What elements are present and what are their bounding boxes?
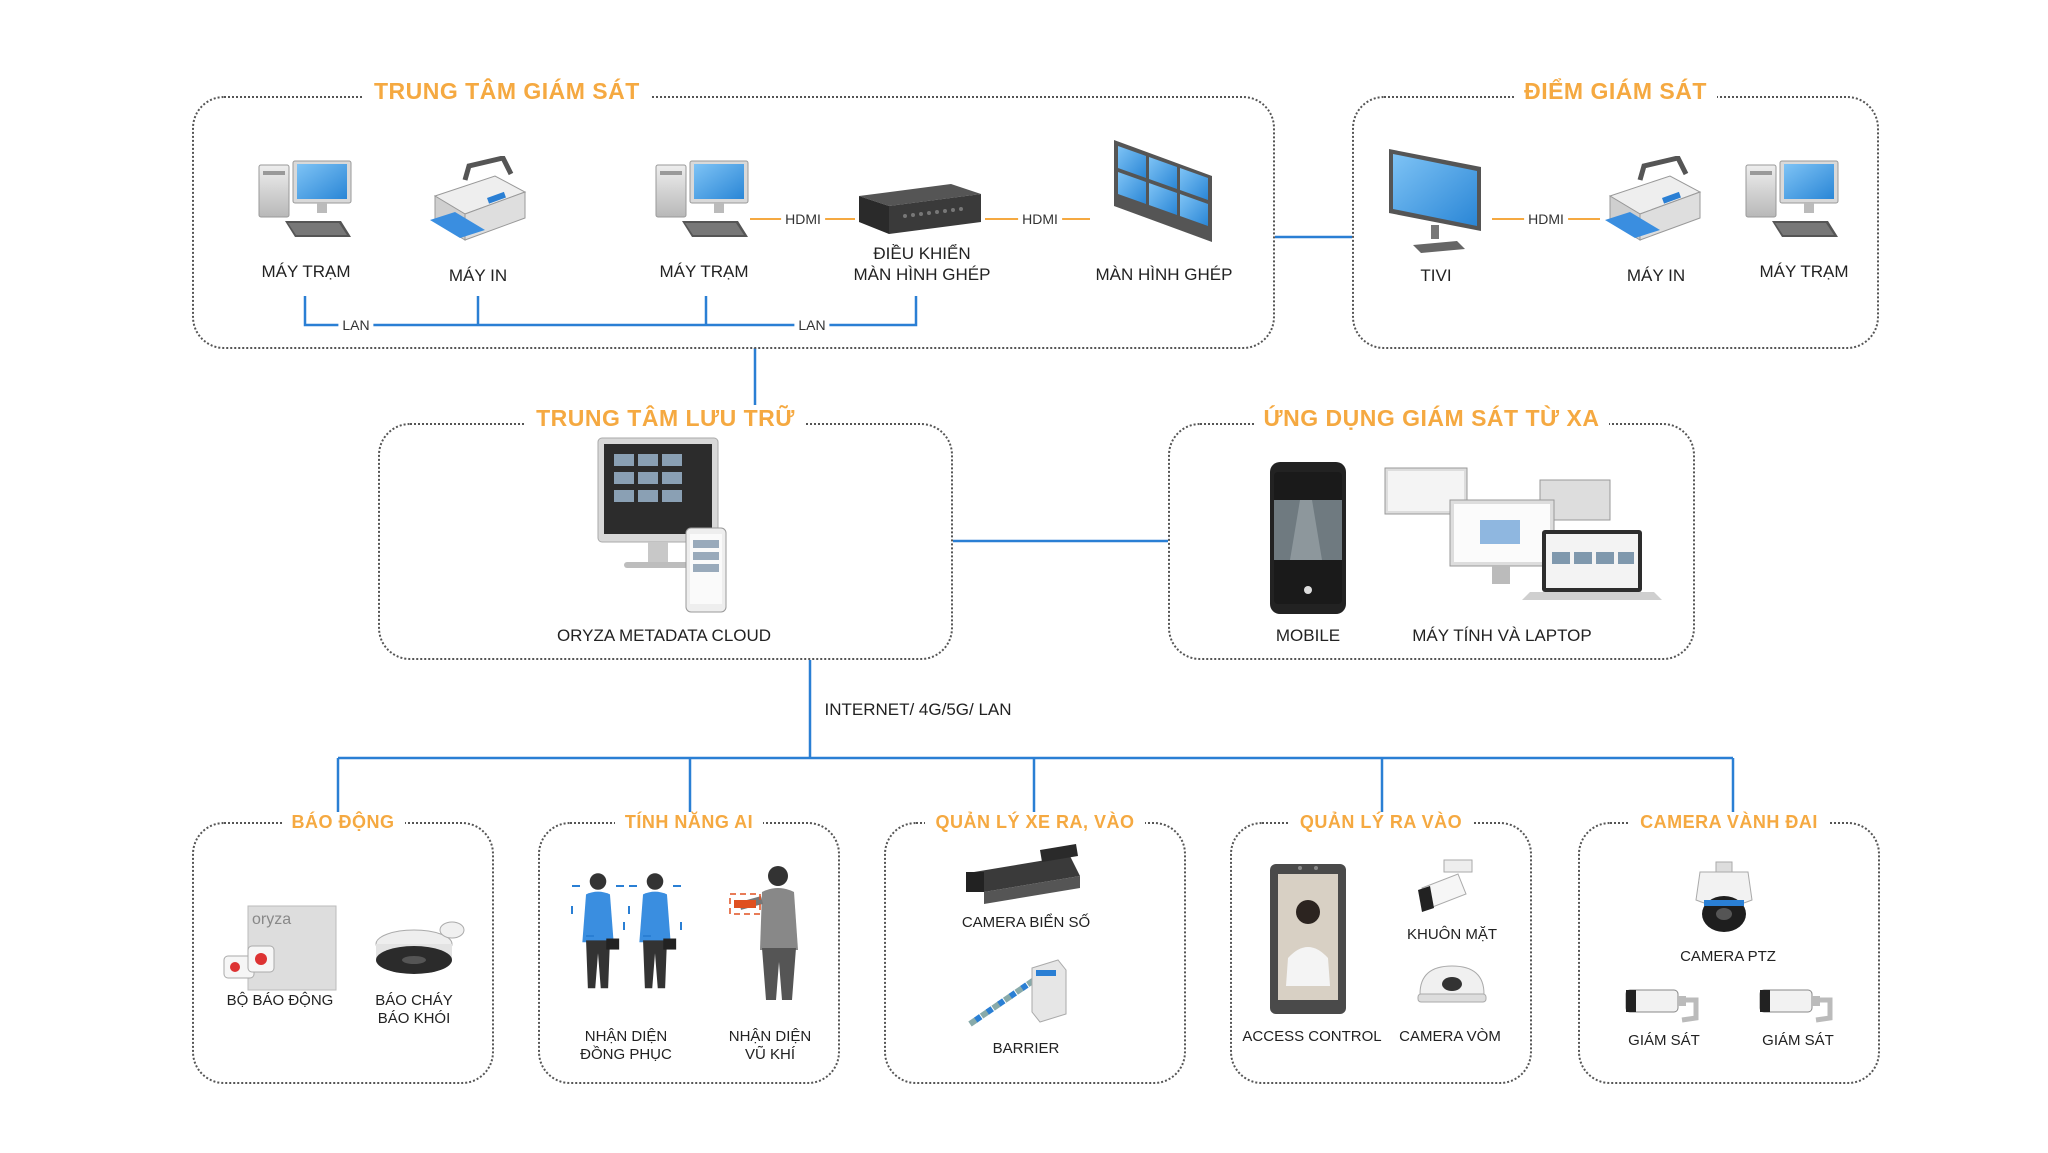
hdmi-label-left: HDMI bbox=[781, 211, 825, 227]
person-icon bbox=[639, 873, 677, 989]
workstation2-label: MÁY TRẠM bbox=[659, 262, 749, 281]
smoke-detector-icon bbox=[375, 921, 465, 974]
imac-tablet-icon bbox=[597, 437, 727, 613]
alarm-panel-icon: oryza bbox=[223, 905, 337, 991]
barrier-label: BARRIER bbox=[992, 1040, 1060, 1057]
bullet2-label: GIÁM SÁT bbox=[1762, 1032, 1834, 1049]
dome-camera-label: CAMERA VÒM bbox=[1399, 1028, 1501, 1045]
pc-label: MÁY TÍNH VÀ LAPTOP bbox=[1412, 626, 1592, 645]
server-icon bbox=[859, 184, 981, 234]
lan-line bbox=[303, 296, 918, 327]
ptz-camera-icon bbox=[1695, 861, 1753, 932]
video-wall-icon bbox=[1114, 140, 1212, 242]
smoke-label-line2: BÁO KHÓI bbox=[377, 1010, 451, 1027]
weapon-label-line2: VŨ KHÍ bbox=[744, 1046, 796, 1063]
video-wall-label: MÀN HÌNH GHÉP bbox=[1095, 265, 1233, 284]
laptop-monitors-icon bbox=[1384, 467, 1662, 600]
printer-icon bbox=[430, 158, 525, 240]
hdmi-label-tv: HDMI bbox=[1524, 211, 1568, 227]
lpr-camera-icon bbox=[966, 844, 1080, 904]
printer-label: MÁY IN bbox=[448, 266, 508, 285]
mobile-label: MOBILE bbox=[1275, 626, 1341, 645]
bullet-camera-icon bbox=[1760, 990, 1830, 1020]
bullet1-label: GIÁM SÁT bbox=[1628, 1032, 1700, 1049]
dome-camera-icon bbox=[1417, 965, 1487, 1003]
point-printer-label: MÁY IN bbox=[1626, 266, 1686, 285]
lpr-camera-label: CAMERA BIỂN SỐ bbox=[961, 914, 1091, 931]
uniform-label-line2: ĐỒNG PHỤC bbox=[580, 1046, 672, 1063]
person-icon bbox=[582, 873, 620, 989]
smoke-label-line1: BÁO CHÁY bbox=[375, 992, 453, 1009]
controller-label-line1: ĐIỀU KHIỂN bbox=[873, 244, 971, 263]
workstation-icon bbox=[1745, 160, 1839, 238]
workstation-icon bbox=[655, 160, 749, 238]
face-terminal-icon bbox=[1270, 864, 1346, 1014]
weapon-label-line1: NHẬN DIỆN bbox=[728, 1028, 812, 1045]
cloud-label: ORYZA METADATA CLOUD bbox=[556, 626, 772, 645]
uniform-label-line1: NHẬN DIỆN bbox=[584, 1028, 668, 1045]
tv-icon bbox=[1389, 149, 1481, 253]
face-label: KHUÔN MẶT bbox=[1407, 926, 1497, 943]
workstation1-label: MÁY TRẠM bbox=[261, 262, 351, 281]
printer-icon bbox=[1605, 158, 1700, 240]
alarm-brand-text: oryza bbox=[252, 911, 291, 928]
point-workstation-label: MÁY TRẠM bbox=[1759, 262, 1849, 281]
access-control-label: ACCESS CONTROL bbox=[1242, 1028, 1382, 1045]
barrier-icon bbox=[968, 959, 1067, 1027]
person-icon bbox=[729, 866, 798, 1000]
network-label: INTERNET/ 4G/5G/ LAN bbox=[824, 700, 1012, 719]
hdmi-label-right: HDMI bbox=[1018, 211, 1062, 227]
bullet-camera-icon bbox=[1626, 990, 1696, 1020]
controller-label-line2: MÀN HÌNH GHÉP bbox=[853, 265, 991, 284]
alarm-kit-label: BỘ BÁO ĐỘNG bbox=[226, 992, 334, 1009]
lan-label-left: LAN bbox=[338, 317, 374, 333]
tv-label: TIVI bbox=[1420, 266, 1452, 285]
smartphone-icon bbox=[1270, 462, 1346, 614]
face-camera-icon bbox=[1418, 859, 1473, 912]
ptz-label: CAMERA PTZ bbox=[1680, 948, 1776, 965]
lan-label-right: LAN bbox=[794, 317, 830, 333]
workstation-icon bbox=[258, 160, 352, 238]
